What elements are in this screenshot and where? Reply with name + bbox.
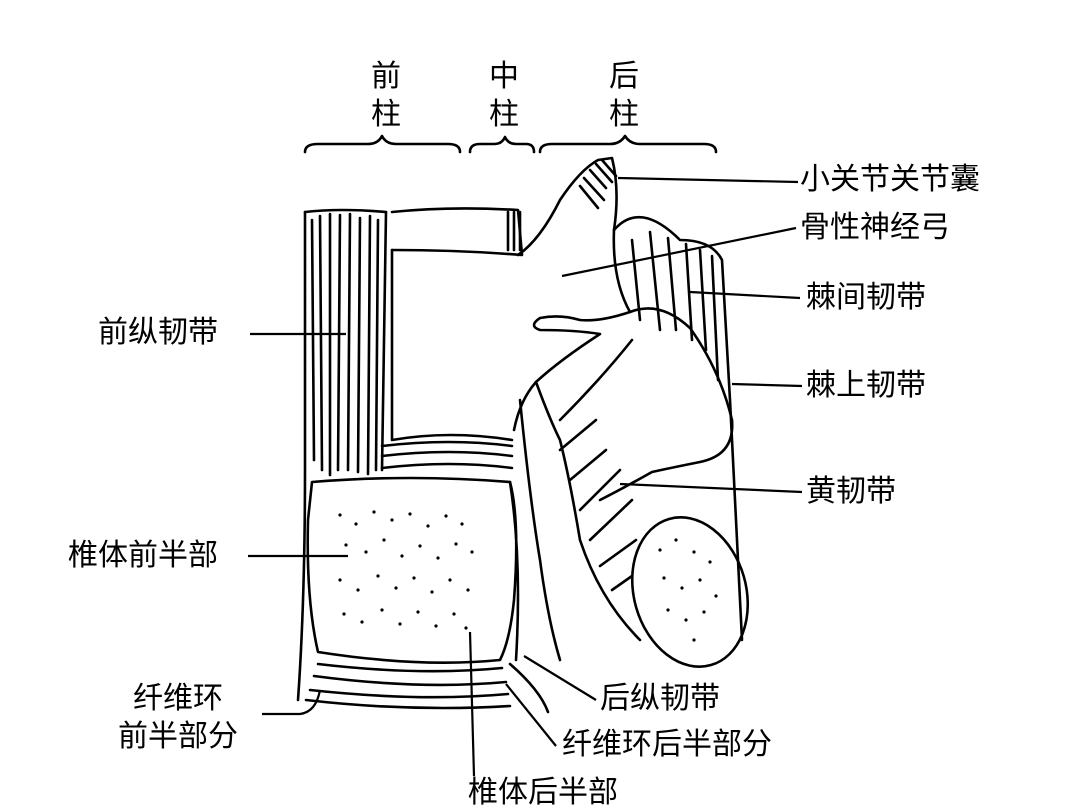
- pedicle-end: [506, 210, 522, 252]
- posterior-column-char-1: 后: [609, 59, 639, 94]
- leader-posterior-body: [468, 631, 476, 777]
- label-annulus-posterior: 纤维环后半部分: [562, 727, 772, 762]
- posterior-column-char-2: 柱: [609, 97, 639, 132]
- neural-arch-outline: [512, 156, 632, 432]
- leader-supraspinous: [731, 382, 803, 388]
- leader-interspinous: [689, 290, 801, 300]
- label-annulus-anterior: 纤维环 前半部分: [118, 680, 238, 756]
- leader-annulus-anterior: [262, 689, 322, 716]
- label-anterior-vertebral-body: 椎体前半部: [68, 538, 218, 573]
- middle-column-label: 中 柱: [484, 58, 524, 134]
- middle-column-char-1: 中: [489, 59, 519, 94]
- label-facet-capsule: 小关节关节囊: [800, 162, 980, 197]
- lower-vertebral-body: [306, 476, 518, 664]
- brace-anterior-column: [303, 134, 462, 154]
- leader-facet-capsule: [617, 176, 799, 184]
- middle-column-char-2: 柱: [489, 97, 519, 132]
- leader-bony-arch: [561, 226, 797, 278]
- annulus-lines: [304, 662, 512, 710]
- label-interspinous-ligament: 棘间韧带: [806, 280, 926, 315]
- leader-posterior-longitudinal: [523, 655, 597, 701]
- label-annulus-anterior-line1: 纤维环: [133, 681, 223, 716]
- brace-posterior-column: [538, 134, 718, 154]
- label-ligamentum-flavum: 黄韧带: [806, 474, 896, 509]
- label-posterior-vertebral-body: 椎体后半部: [468, 775, 618, 810]
- label-anterior-longitudinal-ligament: 前纵韧带: [98, 315, 218, 350]
- leader-flavum: [619, 482, 803, 494]
- anterior-column-label: 前 柱: [366, 58, 406, 134]
- label-bony-arch: 骨性神经弓: [800, 210, 950, 245]
- posterior-column-label: 后 柱: [604, 58, 644, 134]
- anterior-column-char-2: 柱: [371, 97, 401, 132]
- brace-middle-column: [468, 135, 536, 154]
- posterior-annulus-edge: [508, 662, 550, 714]
- leader-annulus-posterior: [505, 683, 557, 747]
- anterior-column-char-1: 前: [371, 59, 401, 94]
- label-supraspinous-ligament: 棘上韧带: [806, 368, 926, 403]
- ligamentum-flavum-shape: [518, 338, 642, 662]
- spinous-process: [598, 307, 734, 502]
- facet-capsule-hatch: [578, 158, 618, 210]
- anterior-longitudinal-ligament-shape: [296, 208, 388, 702]
- leader-lines: [248, 176, 803, 777]
- label-posterior-longitudinal-ligament: 后纵韧带: [600, 681, 720, 716]
- cancellous-bone-dots: [338, 510, 718, 642]
- lower-disc-lines: [380, 440, 514, 470]
- label-annulus-anterior-line2: 前半部分: [118, 719, 238, 754]
- interspinous-ligament-shape: [612, 215, 744, 642]
- lamina-cross-section: [630, 516, 750, 668]
- posterior-body-strip: [508, 480, 520, 662]
- upper-pedicle-bar: [390, 207, 524, 257]
- middle-column-edge: [390, 248, 514, 442]
